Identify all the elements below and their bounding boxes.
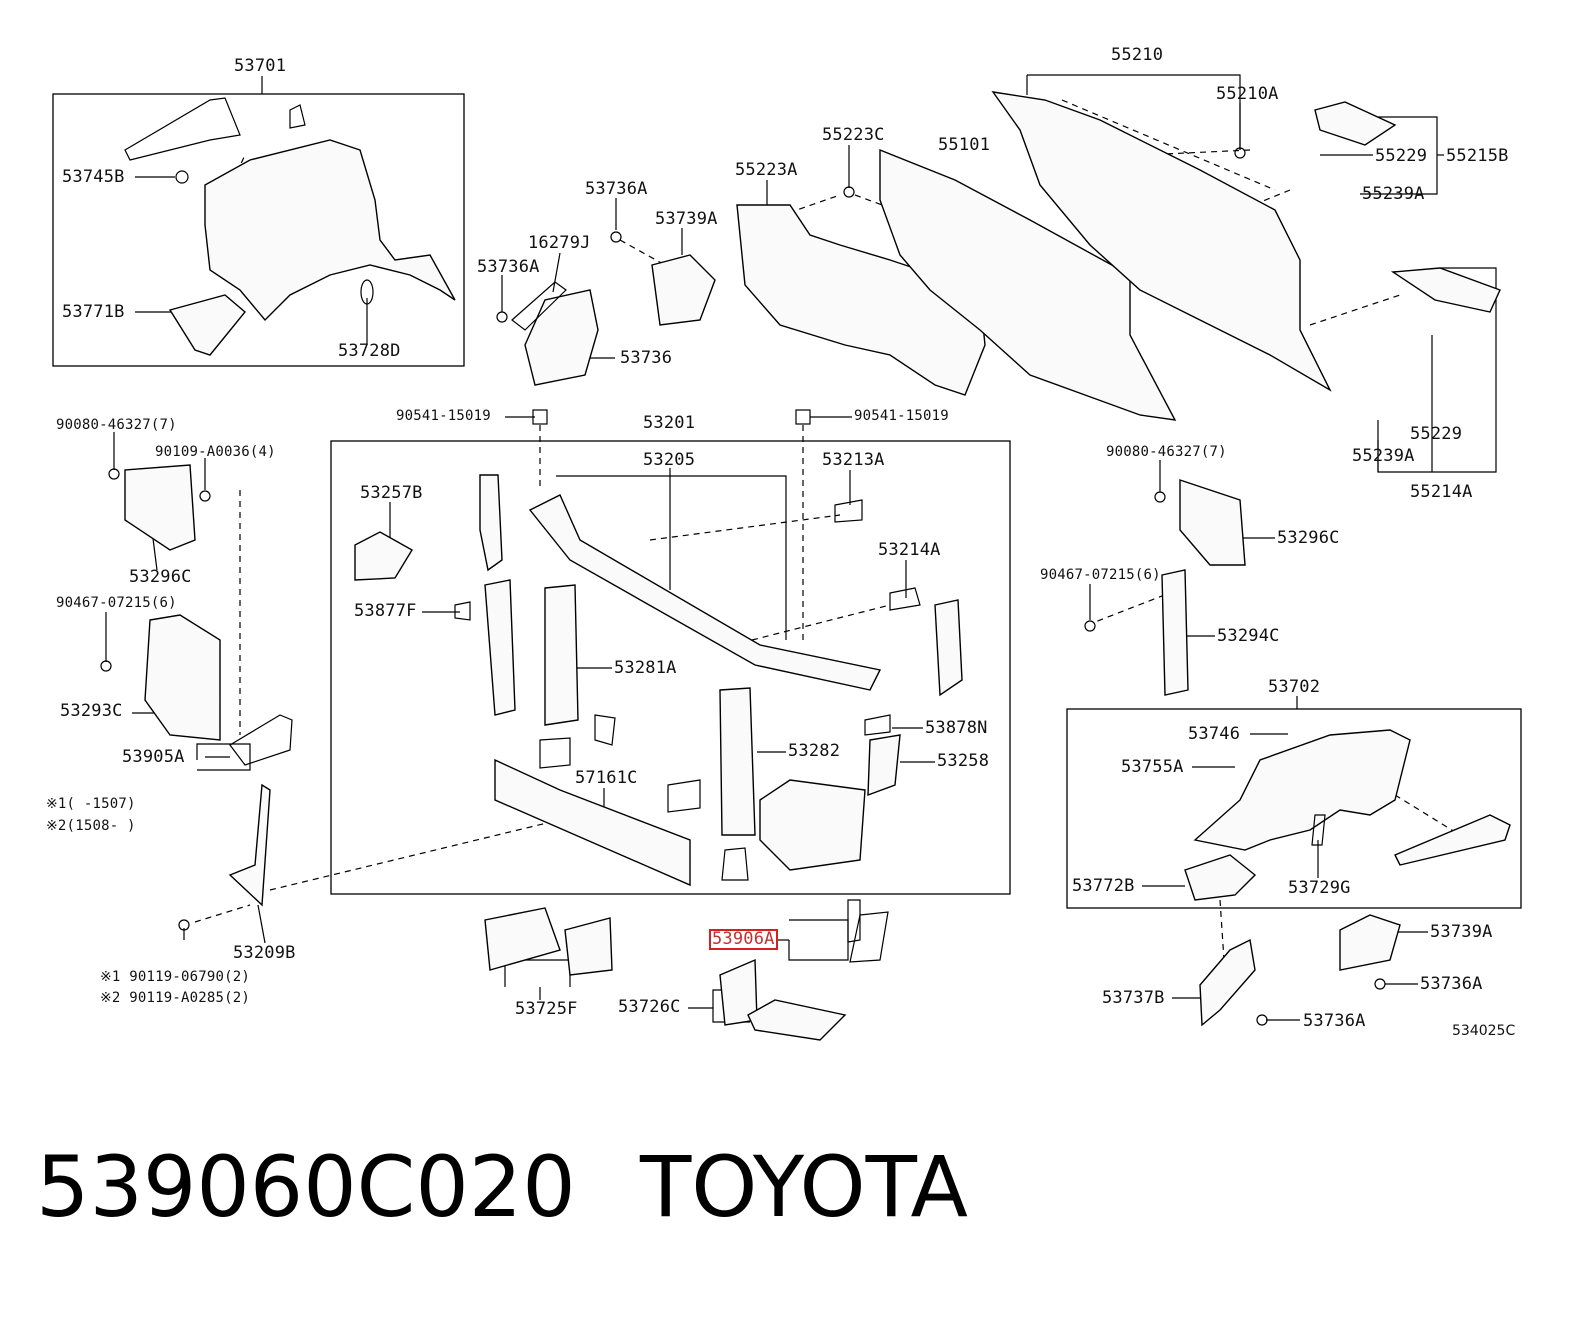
label-53214A: 53214A (878, 540, 941, 560)
label-55239A-right: 55239A (1352, 446, 1415, 466)
label-53877F: 53877F (354, 601, 417, 621)
label-53728D: 53728D (338, 341, 401, 361)
note-2: ※2(1508- ) (46, 818, 136, 834)
label-90109: 90109-A0036(4) (155, 444, 276, 460)
label-53736A-right: 53736A (1420, 974, 1483, 994)
group-box-53701 (52, 93, 465, 367)
label-53737B: 53737B (1102, 988, 1165, 1008)
diagram-code: 534025C (1452, 1023, 1516, 1039)
label-53745B: 53745B (62, 167, 125, 187)
label-90467-right: 90467-07215(6) (1040, 567, 1161, 583)
label-90541-left: 90541-15019 (396, 408, 491, 424)
label-53739A-top: 53739A (655, 209, 718, 229)
fastener-note-1: ※1 90119-06790(2) (100, 969, 250, 985)
group-box-53702 (1066, 708, 1522, 909)
label-90467-left: 90467-07215(6) (56, 595, 177, 611)
label-53282: 53282 (788, 741, 841, 761)
label-53726C: 53726C (618, 997, 681, 1017)
part-shapes (100, 91, 1511, 1041)
label-53729G: 53729G (1288, 878, 1351, 898)
part-number-caption: 539060C020 (36, 1138, 576, 1236)
label-53281A: 53281A (614, 658, 677, 678)
label-53772B: 53772B (1072, 876, 1135, 896)
label-53771B: 53771B (62, 302, 125, 322)
label-90080-left: 90080-46327(7) (56, 417, 177, 433)
label-57161C: 57161C (575, 768, 638, 788)
label-53258: 53258 (937, 751, 990, 771)
label-55214A: 55214A (1410, 482, 1473, 502)
label-53293C: 53293C (60, 701, 123, 721)
label-53294C: 53294C (1217, 626, 1280, 646)
apron-53702-shape (1193, 729, 1411, 851)
insulator-55223A-shape (736, 204, 986, 396)
label-53209B: 53209B (233, 943, 296, 963)
label-55210: 55210 (1111, 45, 1164, 65)
label-53702: 53702 (1268, 677, 1321, 697)
label-53905A: 53905A (122, 747, 185, 767)
dash-panel-55101-shape (879, 148, 1177, 421)
label-55229-right: 55229 (1410, 424, 1463, 444)
label-53736A-left: 53736A (477, 257, 540, 277)
label-53296C-left: 53296C (129, 567, 192, 587)
label-53725F: 53725F (515, 999, 578, 1019)
label-53736: 53736 (620, 348, 673, 368)
brand-caption: TOYOTA (640, 1138, 968, 1236)
label-90541-right: 90541-15019 (854, 408, 949, 424)
label-53736A-top: 53736A (585, 179, 648, 199)
apron-53701-shape (204, 139, 456, 322)
silencer-55210-shape (991, 91, 1332, 392)
label-53296C-right: 53296C (1277, 528, 1340, 548)
label-53755A: 53755A (1121, 757, 1184, 777)
label-55223C: 55223C (822, 125, 885, 145)
label-53213A: 53213A (822, 450, 885, 470)
label-55215B: 55215B (1446, 146, 1509, 166)
label-90080-right: 90080-46327(7) (1106, 444, 1227, 460)
fastener-note-2: ※2 90119-A0285(2) (100, 990, 250, 1006)
label-53736A-bottom: 53736A (1303, 1011, 1366, 1031)
label-55229-top: 55229 (1375, 146, 1428, 166)
label-55101: 55101 (938, 135, 991, 155)
label-53746: 53746 (1188, 724, 1241, 744)
note-1: ※1( -1507) (46, 796, 136, 812)
label-55239A-top: 55239A (1362, 184, 1425, 204)
label-53739A-right: 53739A (1430, 922, 1493, 942)
label-55210A: 55210A (1216, 84, 1279, 104)
label-53201: 53201 (643, 413, 696, 433)
label-53257B: 53257B (360, 483, 423, 503)
label-53205: 53205 (643, 450, 696, 470)
label-53701: 53701 (234, 56, 287, 76)
radiator-support-upper-shape (528, 494, 882, 691)
label-53906A-highlighted: 53906A (709, 929, 778, 950)
label-55223A: 55223A (735, 160, 798, 180)
label-16279J: 16279J (528, 233, 591, 253)
label-53878N: 53878N (925, 718, 988, 738)
group-box-53201 (330, 440, 1011, 895)
